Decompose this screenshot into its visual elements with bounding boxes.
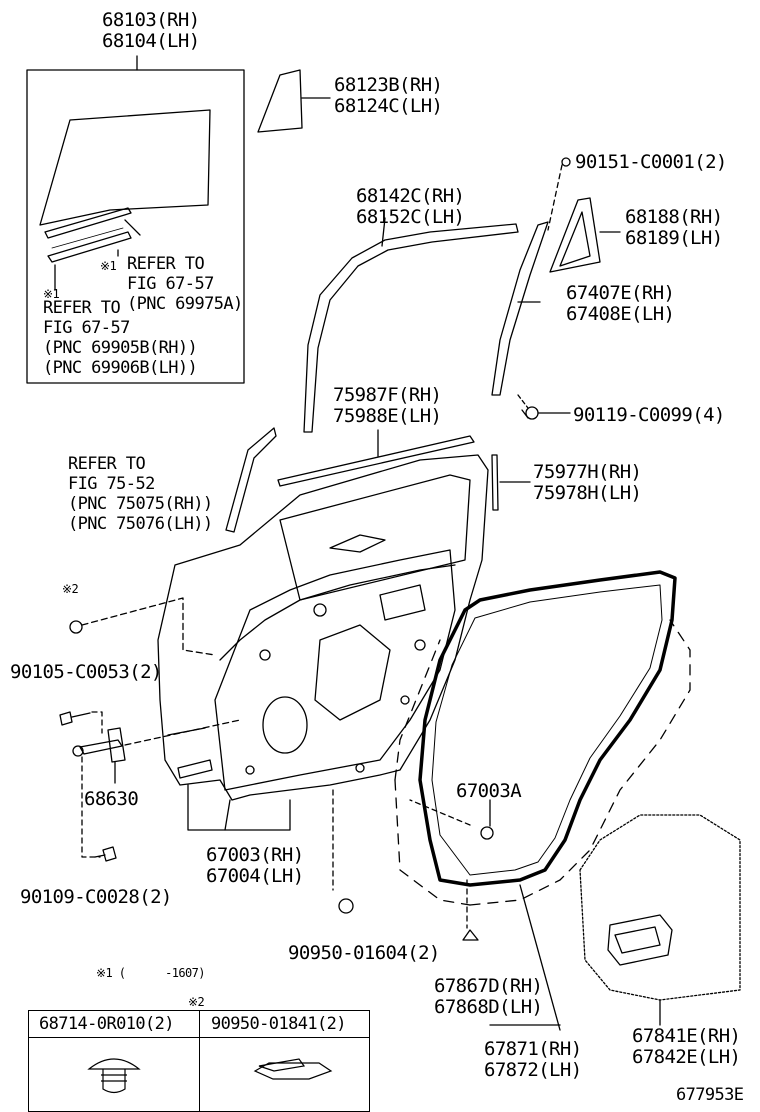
quarter-weatherstrip <box>549 197 601 273</box>
table-col1: 68714-0R010(2) <box>39 1014 174 1034</box>
label-plug-90950: 90950-01604(2) <box>288 942 440 964</box>
label-bolt-90109: 90109-C0028(2) <box>20 886 172 908</box>
label-check-68630: 68630 <box>84 788 139 810</box>
label-door-panel-rh: 67003(RH) <box>206 844 304 866</box>
ref75-line1: REFER TO <box>68 454 146 474</box>
ref67a-line3: (PNC 69975A) <box>127 294 243 314</box>
clip-icon-68714 <box>87 1058 141 1070</box>
label-qtr-weather-rh: 68188(RH) <box>625 206 723 228</box>
table-mark: ※2 <box>188 995 205 1009</box>
label-mark2: ※2 <box>62 582 79 596</box>
belt-moulding <box>277 435 475 487</box>
door-weatherstrip <box>418 570 677 887</box>
label-qtr-weather-lh: 68189(LH) <box>625 227 723 249</box>
ref67b-line4: (PNC 69906B(LH)) <box>43 358 198 378</box>
label-run-channel-rh: 68142C(RH) <box>356 185 465 207</box>
glass-channel-lower <box>47 231 132 263</box>
ref67a-line2: FIG 67-57 <box>127 274 214 294</box>
ref75-line3: (PNC 75075(RH)) <box>68 494 213 514</box>
service-hole <box>314 624 391 721</box>
label-clip-67867-rh: 67867D(RH) <box>434 975 543 997</box>
glass-channel-upper <box>44 207 132 239</box>
bolt-90105 <box>59 711 91 726</box>
ref75-line2: FIG 75-52 <box>68 474 155 494</box>
label-weatherstrip2-rh: 67841E(RH) <box>632 1025 741 1047</box>
ref67b-line1: REFER TO <box>43 298 121 318</box>
clip-67867 <box>462 929 479 941</box>
label-weatherstrip2-lh: 67842E(LH) <box>632 1046 741 1068</box>
label-bolt-90105: 90105-C0053(2) <box>10 661 162 683</box>
bolt-90109 <box>94 846 117 862</box>
label-clip-67867-lh: 67868D(LH) <box>434 996 543 1018</box>
label-weatherstrip-rh: 67871(RH) <box>484 1038 582 1060</box>
label-door-panel-lh: 67004(LH) <box>206 865 304 887</box>
label-screw-90151: 90151-C0001(2) <box>575 151 727 173</box>
outer-moulding <box>225 427 277 533</box>
ref67b-mark: ※1 <box>43 287 60 301</box>
plug-mark2 <box>69 620 83 634</box>
division-bar <box>491 221 549 396</box>
plug-icon-90950 <box>258 1058 306 1072</box>
glass-callout-box <box>26 69 245 384</box>
note1: ※1 ( -1607) <box>96 966 205 980</box>
handle-hole <box>379 584 426 621</box>
ref67b-line3: (PNC 69905B(RH)) <box>43 338 198 358</box>
handle-recess <box>607 914 673 966</box>
label-run-channel-lh: 68152C(LH) <box>356 206 465 228</box>
run-channel <box>303 223 519 433</box>
label-belt-mould-lh: 75988E(LH) <box>333 405 442 427</box>
body-outline-dashed <box>394 619 691 906</box>
screw-90151 <box>561 157 571 167</box>
label-division-bar-rh: 67407E(RH) <box>566 282 675 304</box>
door-window-frame <box>279 474 471 601</box>
clip-67003a <box>480 826 494 840</box>
label-clip-67003a: 67003A <box>456 780 522 802</box>
table-icons <box>87 1058 333 1094</box>
inner-handle <box>329 534 386 553</box>
parts-table: 68714-0R010(2) 90950-01841(2) <box>28 1010 370 1112</box>
plug-90950 <box>338 898 354 914</box>
label-qtr-glass-rh: 68123B(RH) <box>334 74 443 96</box>
label-division-bar-lh: 67408E(LH) <box>566 303 675 325</box>
ref67a-line1: REFER TO <box>127 254 205 274</box>
label-glass-rh: 68103(RH) <box>102 9 200 31</box>
body-side-panel <box>579 814 741 1001</box>
ref67a-mark: ※1 <box>100 259 117 273</box>
garnish <box>491 454 499 511</box>
label-garnish-rh: 75977H(RH) <box>533 461 642 483</box>
label-qtr-glass-lh: 68124C(LH) <box>334 95 443 117</box>
label-glass-lh: 68104(LH) <box>102 30 200 52</box>
door-outer-shell <box>157 454 489 801</box>
table-col2: 90950-01841(2) <box>211 1014 346 1034</box>
label-weatherstrip-lh: 67872(LH) <box>484 1059 582 1081</box>
speaker-hole <box>262 696 308 754</box>
door-glass <box>39 109 211 226</box>
door-inner-panel <box>214 549 456 791</box>
door-check <box>79 739 123 755</box>
diagram-id: 677953E <box>676 1085 744 1105</box>
ref75-line4: (PNC 75076(LH)) <box>68 514 213 534</box>
label-screw-90119: 90119-C0099(4) <box>573 404 725 426</box>
label-garnish-lh: 75978H(LH) <box>533 482 642 504</box>
label-belt-mould-rh: 75987F(RH) <box>333 384 442 406</box>
quarter-glass <box>257 69 303 133</box>
ref67b-line2: FIG 67-57 <box>43 318 130 338</box>
